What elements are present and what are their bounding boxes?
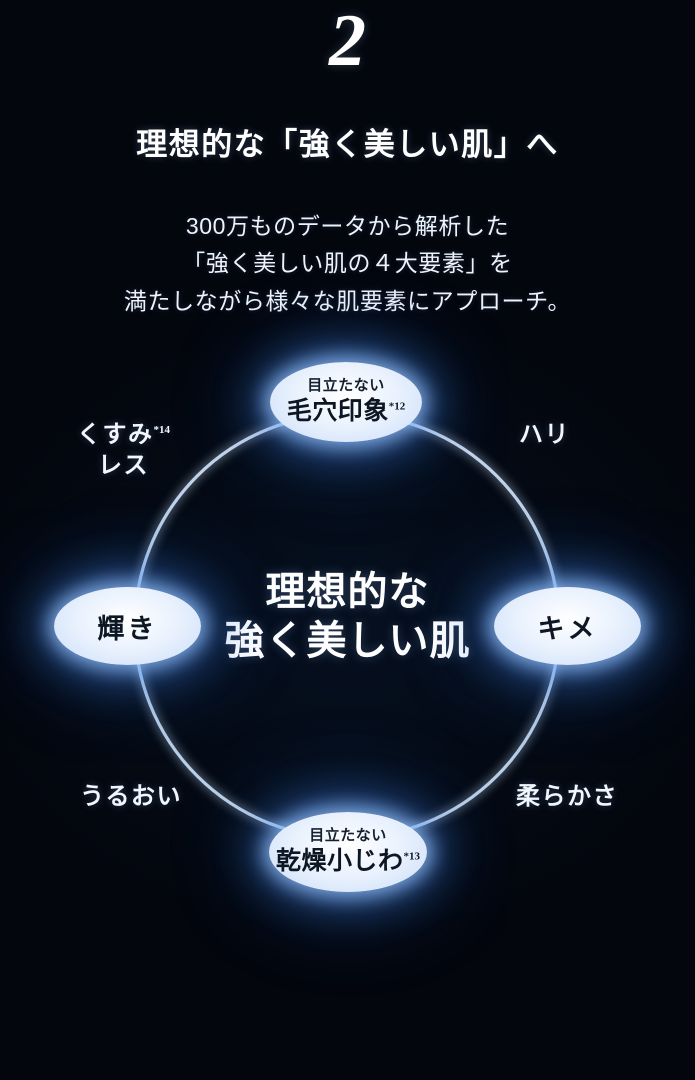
lede-line-2: 「強く美しい肌の４大要素」を bbox=[182, 250, 513, 277]
node-top-footnote: *12 bbox=[388, 400, 406, 413]
quadrant-label-tl-footnote: *14 bbox=[153, 424, 171, 436]
quadrant-label-tl-line1: くすみ*14 bbox=[77, 422, 171, 448]
center-line-1: 理想的な bbox=[265, 569, 430, 614]
node-left-label: 輝き bbox=[97, 613, 158, 644]
quadrant-label-tl-line2: レス bbox=[98, 452, 149, 479]
skin-elements-diagram: 理想的な 強く美しい肌 目立たない 毛穴印象*12 キメ 目立たない 乾燥小じわ… bbox=[0, 340, 695, 960]
quadrant-label-moisture: うるおい bbox=[80, 784, 182, 810]
diagram-node-radiance[interactable]: 輝き bbox=[54, 587, 201, 665]
node-top-label: 毛穴印象*12 bbox=[286, 397, 406, 425]
lede-line-1: 300万ものデータから解析した bbox=[185, 213, 510, 239]
step-number: 2 bbox=[329, 0, 366, 82]
diagram-node-dry-fine-lines[interactable]: 目立たない 乾燥小じわ*13 bbox=[269, 812, 427, 892]
node-bottom-sublabel: 目立たない bbox=[309, 828, 387, 844]
diagram-center-text: 理想的な 強く美しい肌 bbox=[0, 568, 695, 666]
lede-paragraph: 300万ものデータから解析した 「強く美しい肌の４大要素」を 満たしながら様々な… bbox=[0, 208, 695, 320]
quadrant-label-dullness-less: くすみ*14 レス bbox=[77, 420, 170, 481]
quadrant-label-softness: 柔らかさ bbox=[516, 784, 618, 810]
node-right-label: キメ bbox=[537, 613, 598, 644]
node-bottom-label: 乾燥小じわ*13 bbox=[275, 847, 421, 875]
node-top-sublabel: 目立たない bbox=[307, 378, 385, 394]
lede-line-3: 満たしながら様々な肌要素にアプローチ。 bbox=[123, 287, 572, 314]
center-line-2: 強く美しい肌 bbox=[224, 617, 471, 663]
diagram-node-pores[interactable]: 目立たない 毛穴印象*12 bbox=[270, 362, 422, 442]
node-bottom-footnote: *13 bbox=[403, 850, 421, 863]
diagram-node-texture[interactable]: キメ bbox=[494, 587, 641, 665]
page-title: 理想的な「強く美しい肌」へ bbox=[136, 126, 559, 162]
quadrant-label-firmness: ハリ bbox=[519, 422, 570, 448]
